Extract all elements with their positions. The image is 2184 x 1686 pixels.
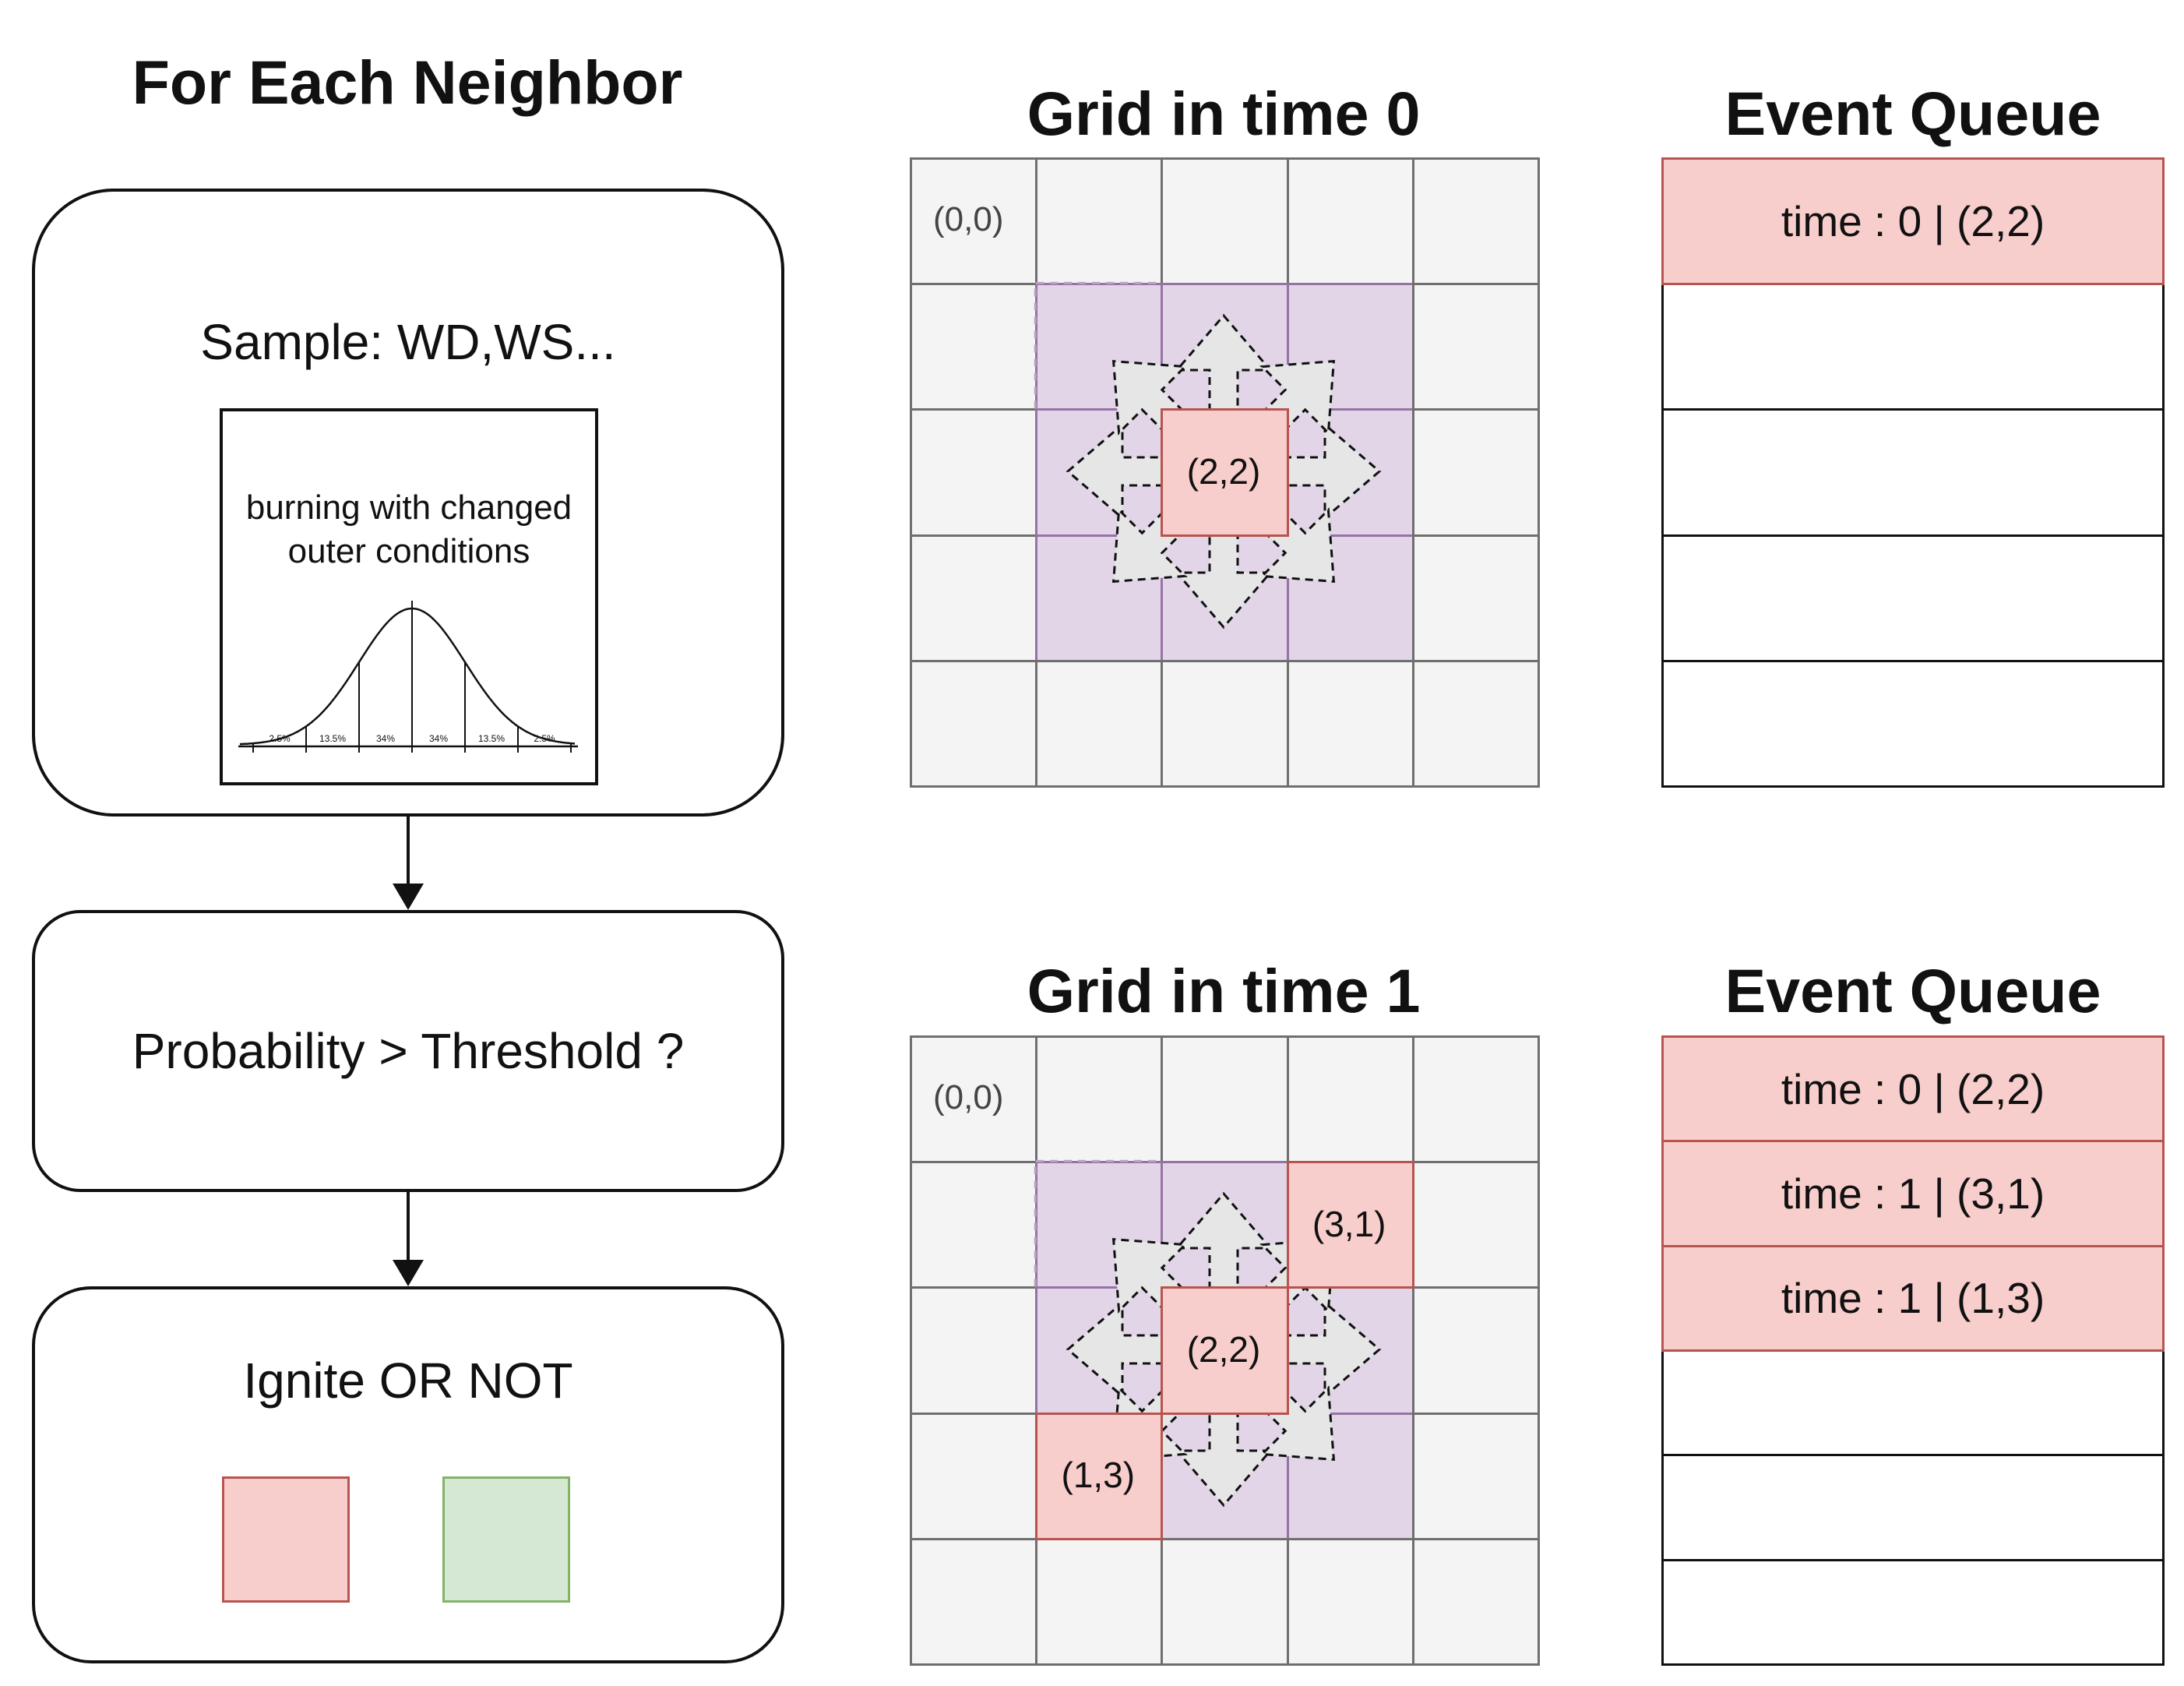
bell-segment-label: 2.5% — [534, 733, 555, 744]
grid-time-1: (0,0) (2,2) (3,1) (1,3) — [910, 1035, 1540, 1666]
grid-cell — [1411, 1035, 1540, 1164]
grid-cell — [910, 408, 1038, 537]
grid-cell — [1161, 659, 1289, 788]
bell-curve-svg: 2.5% 13.5% 34% 34% 13.5% 2.5% — [238, 601, 578, 753]
bell-segment-label: 34% — [376, 733, 395, 744]
grid-cell — [1411, 1537, 1540, 1666]
threshold-step-box: Probability > Threshold ? — [32, 910, 784, 1192]
queue-event-row: time : 0 | (2,2) — [1661, 1035, 2165, 1143]
queue-empty-row — [1661, 283, 2165, 411]
queue-event-row: time : 1 | (3,1) — [1661, 1140, 2165, 1247]
queue-empty-row — [1661, 534, 2165, 662]
distribution-caption-line2: outer conditions — [287, 532, 530, 570]
burning-cell-label: (3,1) — [1312, 1203, 1386, 1244]
flowchart-title: For Each Neighbor — [132, 48, 683, 117]
queue-event-row: time : 0 | (2,2) — [1661, 157, 2165, 286]
queue-empty-row — [1661, 1349, 2165, 1457]
bell-segment-label: 34% — [429, 733, 448, 744]
queue-title-time-1: Event Queue — [1724, 956, 2101, 1025]
bell-segment-label: 2.5% — [269, 733, 291, 744]
sample-step-label: Sample: WD,WS... — [200, 314, 616, 370]
ignite-step-label: Ignite OR NOT — [243, 1353, 573, 1409]
ignite-swatch — [222, 1476, 350, 1603]
burning-cell — [1161, 1286, 1289, 1415]
arrow-threshold-to-ignite — [393, 1192, 424, 1286]
grid-cell — [1411, 283, 1540, 411]
arrow-sample-to-threshold — [393, 817, 424, 910]
grid-cell — [1286, 659, 1414, 788]
grid-cell — [1161, 1537, 1289, 1666]
queue-empty-row — [1661, 659, 2165, 788]
grid-cell — [910, 1412, 1038, 1540]
grid-cell — [1286, 1537, 1414, 1666]
grid-cell — [1286, 1035, 1414, 1164]
queue-empty-row — [1661, 1454, 2165, 1561]
grid-cell — [1411, 1412, 1540, 1540]
distribution-caption-line1: burning with changed — [245, 489, 572, 527]
grid-title-time-1: Grid in time 1 — [1027, 956, 1421, 1025]
queue-event-row: time : 1 | (1,3) — [1661, 1244, 2165, 1352]
not-ignite-swatch — [442, 1476, 570, 1603]
burning-cell — [1286, 1161, 1414, 1289]
event-queue-time-1: time : 0 | (2,2)time : 1 | (3,1)time : 1… — [1661, 1035, 2165, 1666]
grid-cell — [1035, 157, 1164, 286]
bell-segment-label: 13.5% — [478, 733, 505, 744]
bell-curve — [239, 607, 576, 746]
grid-cell — [1035, 1537, 1164, 1666]
grid-title-time-0: Grid in time 0 — [1027, 79, 1421, 148]
burning-cell-label: (2,2) — [1186, 1329, 1261, 1370]
distribution-chart: burning with changed outer conditions 2.… — [220, 408, 598, 785]
grid-cell — [910, 157, 1038, 286]
grid-cell — [910, 1537, 1038, 1666]
grid-origin-label: (0,0) — [933, 1078, 1004, 1116]
grid-cell — [1411, 157, 1540, 286]
queue-title-time-0: Event Queue — [1724, 79, 2101, 148]
burning-cell-label: (1,3) — [1061, 1455, 1136, 1496]
grid-time-0: (0,0) (2,2) — [910, 157, 1540, 788]
ignite-step-box: Ignite OR NOT — [32, 1286, 784, 1663]
threshold-step-label: Probability > Threshold ? — [132, 1023, 685, 1079]
grid-cell — [1411, 659, 1540, 788]
burning-cell — [1161, 408, 1289, 537]
grid-origin-label: (0,0) — [933, 200, 1004, 238]
grid-cell — [1161, 1035, 1289, 1164]
bell-segment-label: 13.5% — [319, 733, 346, 744]
queue-empty-row — [1661, 1558, 2165, 1666]
queue-empty-row — [1661, 408, 2165, 537]
grid-cell — [910, 283, 1038, 411]
burning-cell-label: (2,2) — [1186, 451, 1261, 492]
grid-cell — [910, 534, 1038, 662]
burning-cell — [1035, 1412, 1164, 1540]
grid-cell — [910, 659, 1038, 788]
grid-cell — [910, 1286, 1038, 1415]
event-queue-time-0: time : 0 | (2,2) — [1661, 157, 2165, 788]
grid-cell — [1411, 1161, 1540, 1289]
